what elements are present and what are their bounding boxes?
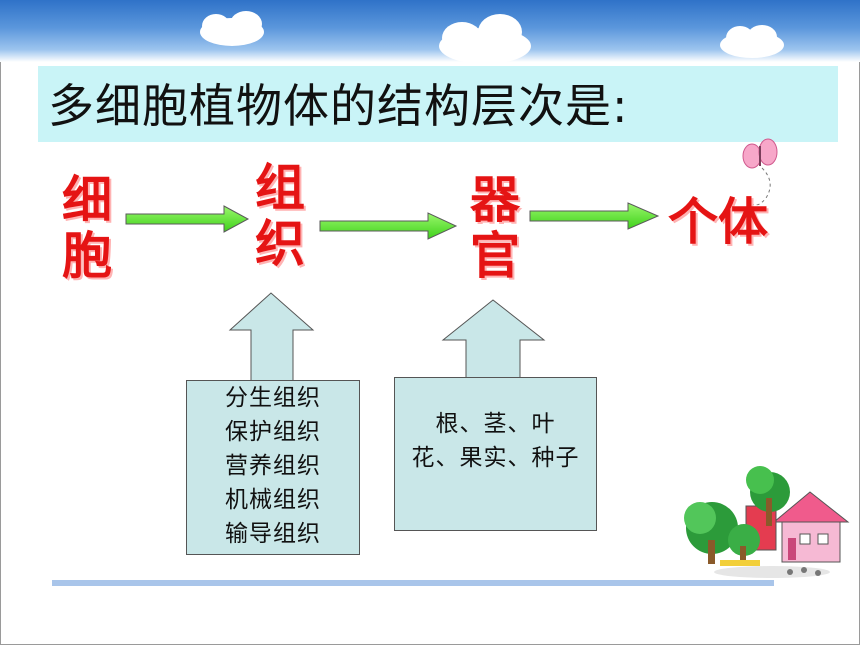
organ-line: 花、果实、种子 — [411, 445, 580, 471]
tissue-type-item: 分生组织 — [225, 385, 321, 411]
title-bar — [38, 66, 838, 142]
level-cell-char-2: 胞 — [62, 227, 112, 285]
arrow-tissue-to-organ — [319, 212, 458, 240]
level-tissue-char-1: 组 — [255, 159, 305, 217]
level-tissue: 组 织 — [250, 160, 310, 272]
sky-banner — [0, 0, 860, 62]
arrow-organ-to-individual — [529, 202, 660, 230]
level-cell-char-1: 细 — [62, 171, 112, 229]
up-arrow-tissue — [228, 292, 315, 385]
cloud-icon — [200, 11, 264, 46]
organ-types-box: 根、茎、叶 花、果实、种子 — [394, 377, 597, 531]
level-tissue-char-2: 织 — [255, 215, 305, 273]
cloud-icon — [439, 14, 531, 64]
arrow-cell-to-tissue — [125, 205, 250, 233]
tissue-type-item: 机械组织 — [225, 487, 321, 513]
page-title: 多细胞植物体的结构层次是: — [48, 79, 629, 133]
level-organ-char-1: 器 — [470, 171, 520, 229]
cloud-icon — [720, 25, 784, 58]
butterfly-icon — [742, 138, 778, 206]
tissue-type-item: 保护组织 — [225, 419, 321, 445]
level-cell: 细 胞 — [57, 172, 117, 284]
tissue-types-box: 分生组织 保护组织 营养组织 机械组织 输导组织 — [186, 380, 360, 555]
bottom-divider — [52, 580, 774, 586]
house-icon — [684, 466, 850, 578]
level-organ-char-2: 官 — [470, 227, 520, 285]
up-arrow-organ — [441, 299, 546, 383]
tissue-type-item: 输导组织 — [225, 521, 321, 547]
organ-line: 根、茎、叶 — [435, 411, 556, 437]
level-organ: 器 官 — [465, 172, 525, 284]
level-individual: 个体 — [668, 193, 768, 251]
tissue-type-item: 营养组织 — [225, 453, 321, 479]
